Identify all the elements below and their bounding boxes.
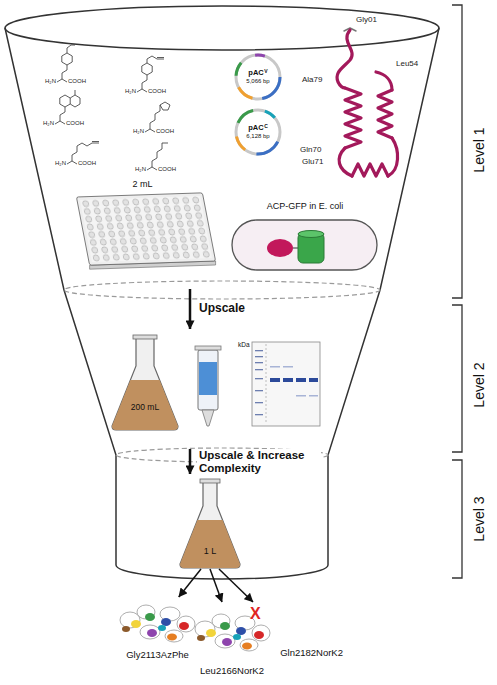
- well-plate: 2 mL: [65, 177, 220, 267]
- protein-structure: [337, 28, 398, 176]
- chemical-group: H₂N: [55, 160, 66, 167]
- text-holder: 200 mL: [112, 338, 178, 430]
- sds-gel: [252, 342, 320, 426]
- text-holder: 2 mL: [65, 177, 220, 267]
- funnel: [5, 6, 439, 579]
- plasmid-map: pACC 6,128 bp: [235, 110, 281, 154]
- chemical-group: H₂N: [125, 88, 136, 95]
- chemical-group: COOH: [156, 128, 174, 135]
- text-holder: pACC 6,128 bp: [235, 110, 281, 154]
- arrow-label: Upscale & Increase Complexity: [197, 449, 321, 475]
- arrow-label: Upscale: [197, 302, 247, 316]
- text-holder: X Gln2182NorK2: [245, 603, 345, 660]
- well-plate: [76, 193, 215, 269]
- text-holder: 1 L: [180, 482, 240, 568]
- funnel-level: Level 3 1 L: [110, 475, 495, 580]
- sds-gel-text: kDa: [238, 341, 250, 348]
- plasmid-map-text: C: [264, 124, 268, 130]
- amino-acid-structure: [55, 45, 170, 170]
- plasmid-map: pACV 5,066 bp: [235, 55, 281, 99]
- residue-label: Leu54: [396, 60, 418, 69]
- ecoli-cell-text: ACP-GFP in E. coli: [267, 201, 343, 211]
- funnel-level: Level 2 200 mL kDa: [60, 330, 495, 448]
- failed-product-text: X: [250, 606, 261, 622]
- residue-label: Gln70: [300, 146, 321, 155]
- plasmid-map-text: pAC: [248, 124, 263, 133]
- flow-arrow: [210, 569, 222, 602]
- text-holder: Gly2113AzPhe: [115, 598, 200, 662]
- chemical-group: COOH: [66, 120, 84, 127]
- plasmid-map-text: V: [264, 69, 267, 75]
- chemical-group: COOH: [158, 166, 176, 173]
- failed-product: X Gln2182NorK2: [245, 603, 345, 660]
- chemical-group: COOH: [68, 78, 86, 85]
- residue-label: Ala79: [302, 76, 322, 85]
- level-label: Level 1: [470, 127, 486, 172]
- chemical-group: H₂N: [45, 78, 56, 85]
- flow-arrow: [219, 569, 253, 602]
- residue-label: Glu71: [302, 158, 323, 167]
- plasmid-map-text: 6,128 bp: [237, 133, 279, 140]
- chemical-group: H₂N: [43, 120, 54, 127]
- pks-assembly: [120, 605, 195, 642]
- flask: 200 mL: [112, 338, 178, 430]
- text-holder: pACV 5,066 bp: [235, 55, 281, 99]
- product-assembly-text: Leu2166NorK2: [200, 666, 264, 677]
- product-assembly: Gly2113AzPhe: [115, 598, 200, 662]
- failed-product-text: Gln2182NorK2: [280, 648, 343, 659]
- level-bracket: [452, 5, 462, 578]
- ecoli-cell: [232, 220, 377, 270]
- chemical-group: H₂N: [133, 128, 144, 135]
- ecoli-cell: ACP-GFP in E. coli: [225, 199, 385, 278]
- level-label: Level 3: [470, 496, 486, 541]
- flow-arrow: [179, 569, 201, 597]
- plasmid-map-text: pAC: [248, 69, 263, 78]
- plasmid-map: [236, 55, 280, 154]
- purification-column: [195, 346, 221, 426]
- plasmid-map-text: 5,066 bp: [237, 78, 279, 85]
- funnel-level: Level 1pACV5,066 bppACC6,128 bp2 mLACP-G…: [5, 5, 495, 288]
- chemical-group: COOH: [78, 160, 96, 167]
- text-holder: kDa: [236, 338, 322, 428]
- flow-arrow: [189, 449, 192, 474]
- level-label: Level 2: [470, 362, 486, 407]
- chemical-group: H₂N: [135, 166, 146, 173]
- residue-label: Gly01: [356, 16, 377, 25]
- flask: [112, 335, 178, 430]
- flask: [180, 479, 240, 568]
- flask-text: 200 mL: [131, 403, 159, 413]
- level-divider: [64, 281, 380, 462]
- product-assembly-text: Gly2113AzPhe: [126, 650, 189, 661]
- flask: 1 L: [180, 482, 240, 568]
- well-plate-text: 2 mL: [132, 179, 152, 189]
- chemical-group: COOH: [148, 88, 166, 95]
- sds-gel: kDa: [236, 338, 322, 428]
- flow-arrow: [189, 289, 192, 329]
- text-holder: ACP-GFP in E. coli: [225, 199, 385, 278]
- flask-text: 1 L: [204, 546, 217, 556]
